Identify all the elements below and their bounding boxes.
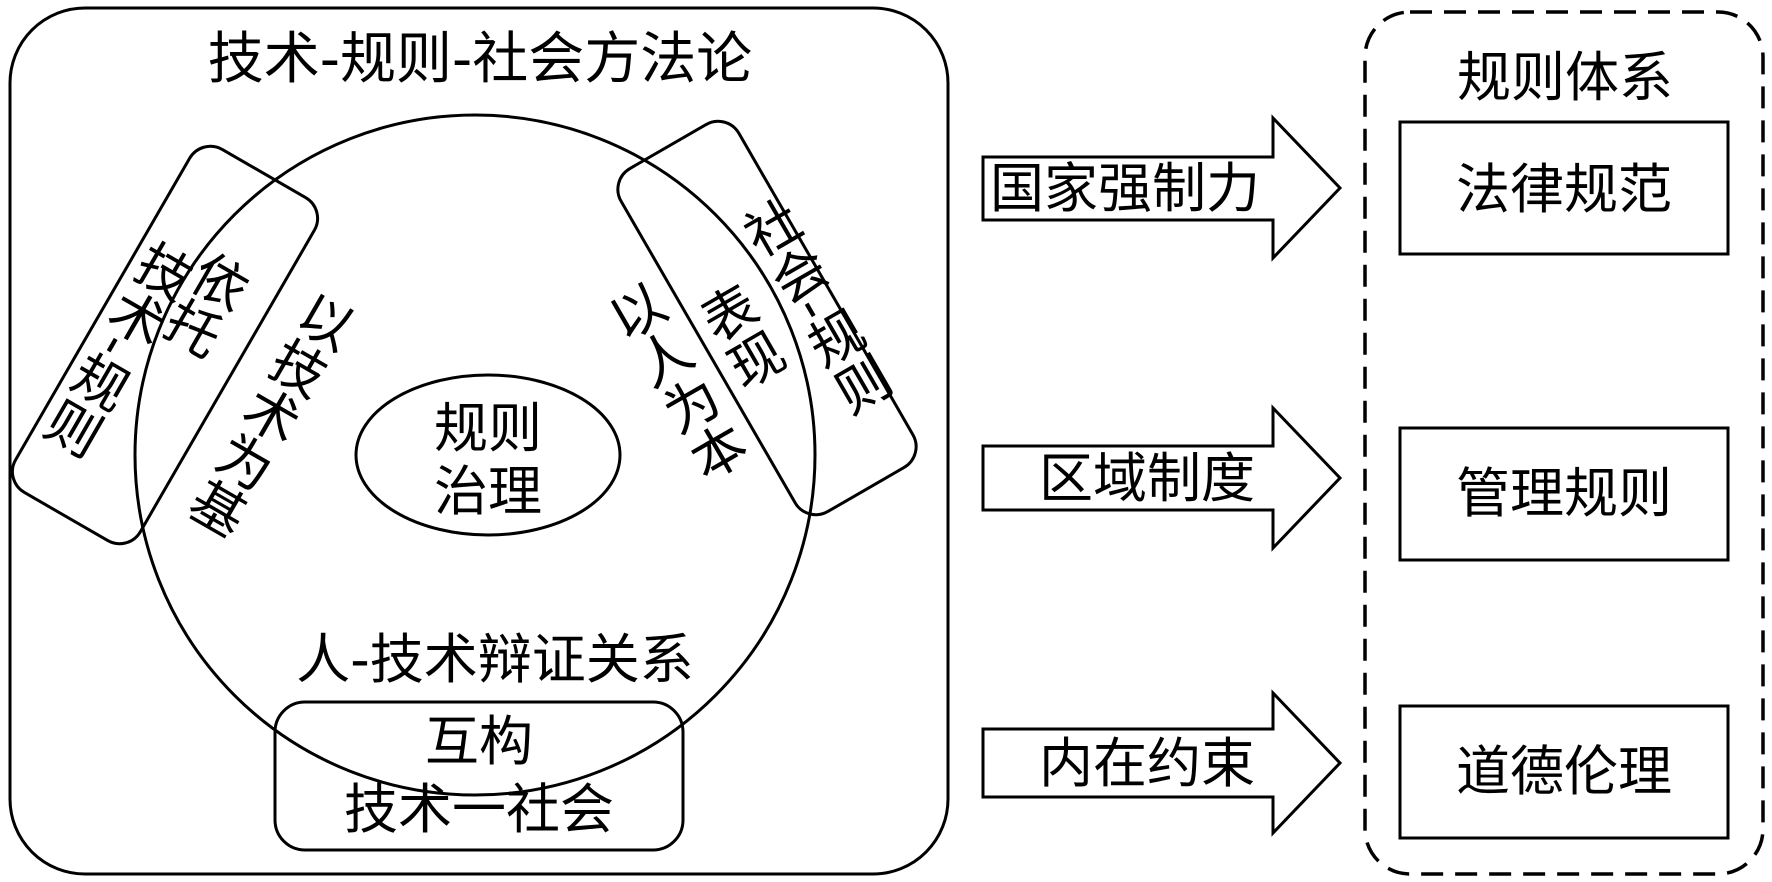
social-rule-box-group bbox=[616, 119, 918, 517]
main-circle bbox=[133, 113, 817, 797]
methodology-frame bbox=[8, 6, 950, 876]
center-label-line1: 规则 bbox=[434, 397, 542, 460]
mutual-label-line2: 技术一社会 bbox=[344, 778, 614, 841]
arrow-regional-system: 区域制度 bbox=[981, 404, 1343, 552]
rule-label-ethics: 道德伦理 bbox=[1456, 740, 1672, 803]
arrow-internal-constraint: 内在约束 bbox=[981, 689, 1343, 837]
rule-box-management bbox=[1398, 426, 1730, 562]
mutual-box bbox=[273, 700, 685, 852]
arrow-label: 内在约束 bbox=[1039, 732, 1255, 795]
rule-label-law: 法律规范 bbox=[1456, 158, 1672, 221]
rule-box-law bbox=[1398, 120, 1730, 256]
arrow-shape bbox=[981, 114, 1343, 262]
arrow-state-power: 国家强制力 bbox=[981, 114, 1343, 262]
arrow-label: 国家强制力 bbox=[990, 157, 1260, 220]
rule-label-management: 管理规则 bbox=[1456, 462, 1672, 525]
methodology-title: 技术-规则-社会方法论 bbox=[208, 27, 752, 92]
dialectic-label: 人-技术辩证关系 bbox=[296, 628, 694, 691]
tech-rule-box-group bbox=[10, 144, 320, 546]
center-label-line2: 治理 bbox=[434, 460, 542, 523]
mutual-label-line1: 互构 bbox=[425, 710, 533, 773]
rule-system-frame bbox=[1363, 10, 1765, 876]
tech-rule-box bbox=[10, 144, 320, 546]
arrow-shape bbox=[981, 689, 1343, 837]
rule-system-title: 规则体系 bbox=[1457, 46, 1673, 109]
center-ellipse bbox=[354, 373, 622, 537]
arrow-label: 区域制度 bbox=[1039, 447, 1255, 510]
arrow-shape bbox=[981, 404, 1343, 552]
rule-box-ethics bbox=[1398, 704, 1730, 840]
social-rule-box bbox=[616, 119, 918, 517]
